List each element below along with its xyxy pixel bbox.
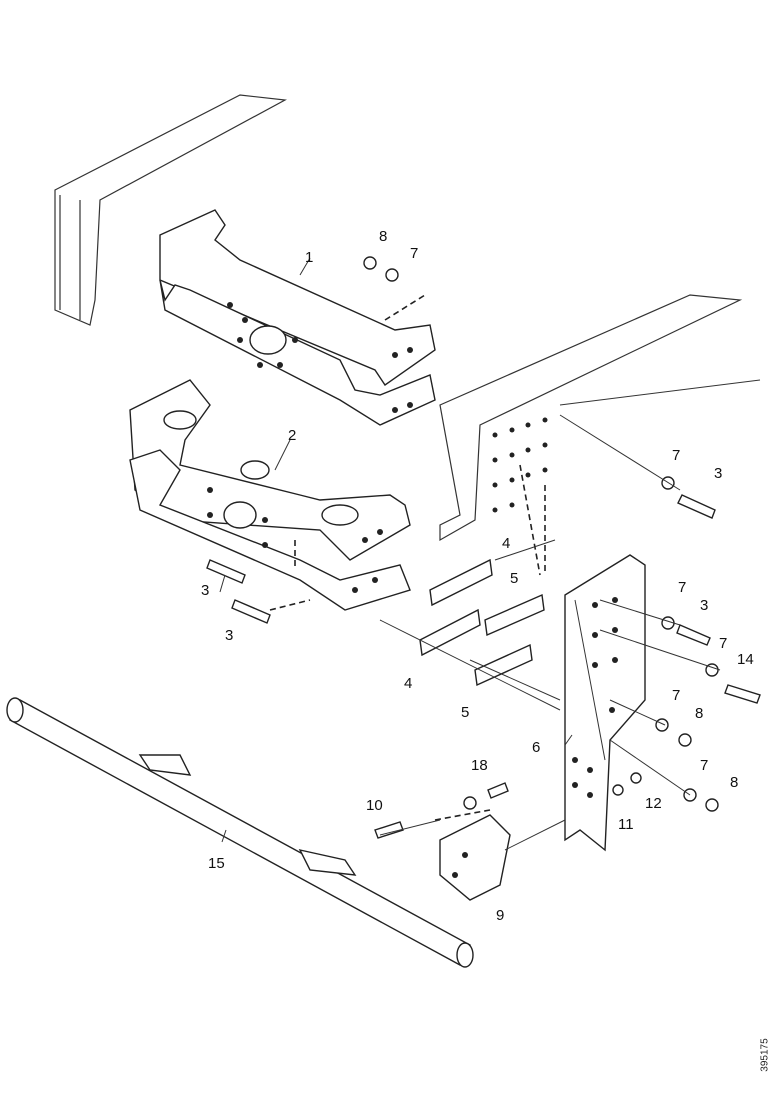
callout-7c: 7 (678, 579, 686, 596)
fasteners (206, 256, 761, 839)
drawing-number-stamp: 395175 (758, 1020, 772, 1090)
part-6-mounting-plate (564, 554, 646, 852)
callout-7a: 7 (410, 245, 418, 262)
callout-14: 14 (737, 651, 754, 668)
callout-1: 1 (305, 249, 313, 266)
frame-rail-holes (492, 417, 548, 513)
assembly-lines (269, 294, 721, 851)
callout-12: 12 (645, 795, 662, 812)
chassis-frame-rail (54, 94, 761, 542)
callout-2: 2 (288, 427, 296, 444)
callout-8b: 8 (695, 705, 703, 722)
callout-7d: 7 (719, 635, 727, 652)
callout-6: 6 (532, 739, 540, 756)
callout-3a: 3 (714, 465, 722, 482)
callout-8c: 8 (730, 774, 738, 791)
callout-3d: 3 (700, 597, 708, 614)
callout-labels: 1 2 3 3 3 3 4 4 5 5 6 7 7 7 7 7 7 8 8 8 … (201, 228, 754, 924)
callout-4a: 4 (502, 535, 510, 552)
part-15-tube (6, 697, 474, 968)
callout-3c: 3 (225, 627, 233, 644)
callout-8a: 8 (379, 228, 387, 245)
callout-5b: 5 (461, 704, 469, 721)
callout-5a: 5 (510, 570, 518, 587)
callout-leaders (219, 257, 573, 843)
drawing-number-text: 395175 (759, 1038, 771, 1072)
callout-10: 10 (366, 797, 383, 814)
callout-3b: 3 (201, 582, 209, 599)
callout-7b: 7 (672, 447, 680, 464)
callout-4b: 4 (404, 675, 412, 692)
part-2-lower-bracket (129, 379, 411, 611)
callout-15: 15 (208, 855, 225, 872)
callout-7f: 7 (700, 757, 708, 774)
part-9-bracket (439, 814, 511, 901)
shim-plates (419, 558, 545, 687)
callout-9: 9 (496, 907, 504, 924)
callout-7e: 7 (672, 687, 680, 704)
callout-11: 11 (618, 816, 634, 833)
callout-18: 18 (471, 757, 488, 774)
part-1-upper-bracket (159, 209, 436, 426)
